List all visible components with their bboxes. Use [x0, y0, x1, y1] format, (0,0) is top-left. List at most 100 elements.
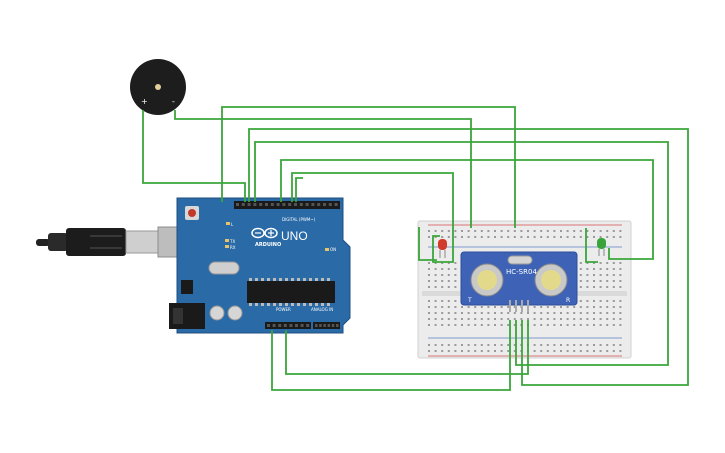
breadboard-hole — [441, 324, 444, 326]
wire[interactable] — [280, 159, 654, 260]
breadboard-hole — [579, 280, 582, 282]
breadboard-hole — [586, 324, 589, 326]
header-pin — [323, 324, 326, 327]
led-green-icon[interactable] — [597, 238, 606, 256]
breadboard-hole — [454, 318, 457, 320]
breadboard-hole — [467, 230, 470, 232]
breadboard-hole — [434, 268, 437, 270]
breadboard-hole — [553, 306, 556, 308]
breadboard-hole — [593, 268, 595, 270]
breadboard-hole — [533, 236, 536, 238]
breadboard-hole — [612, 344, 615, 346]
breadboard-hole — [520, 230, 523, 232]
wire[interactable] — [291, 172, 454, 263]
breadboard-hole — [586, 280, 589, 282]
breadboard-hole — [461, 318, 463, 320]
breadboard-hole — [553, 344, 556, 346]
breadboard-hole — [428, 344, 430, 346]
breadboard-hole — [434, 286, 437, 288]
breadboard-hole — [533, 324, 536, 326]
breadboard-hole — [454, 262, 457, 264]
breadboard-hole — [434, 306, 437, 308]
breadboard-hole — [480, 236, 483, 238]
buzzer-icon[interactable]: + - — [130, 59, 186, 115]
header-pin — [241, 203, 245, 206]
breadboard-hole — [593, 274, 595, 276]
breadboard-hole — [441, 230, 444, 232]
chip-pin — [279, 303, 282, 306]
breadboard-hole — [566, 230, 569, 232]
breadboard-hole — [447, 344, 450, 346]
breadboard-hole — [586, 236, 589, 238]
breadboard-hole — [428, 286, 430, 288]
breadboard-hole — [480, 312, 483, 314]
breadboard-hole — [533, 306, 536, 308]
breadboard-hole — [447, 300, 450, 302]
wire[interactable] — [285, 320, 529, 375]
wire[interactable] — [295, 177, 303, 202]
led-red-icon[interactable] — [438, 239, 447, 258]
breadboard-hole — [573, 318, 576, 320]
breadboard-hole — [553, 324, 556, 326]
wire[interactable] — [418, 227, 437, 261]
breadboard-hole — [573, 324, 576, 326]
breadboard-hole — [573, 306, 576, 308]
breadboard-hole — [441, 286, 444, 288]
breadboard-hole — [540, 230, 543, 232]
breadboard-hole — [553, 230, 556, 232]
breadboard-hole — [593, 262, 595, 264]
buzzer-minus-label: - — [172, 97, 175, 106]
on-label: ON — [330, 247, 336, 252]
breadboard-hole — [513, 236, 516, 238]
mcu-chip — [249, 278, 330, 306]
header-pin — [299, 203, 303, 206]
breadboard-hole — [507, 306, 510, 308]
wire[interactable] — [174, 110, 472, 228]
breadboard-hole — [487, 344, 490, 346]
breadboard-hole — [480, 318, 483, 320]
wire[interactable] — [221, 106, 516, 228]
breadboard-hole — [579, 300, 582, 302]
hc-sr04-sensor[interactable]: HC-SR04 T R — [460, 251, 578, 312]
breadboard-hole — [428, 324, 430, 326]
header-pin — [319, 324, 322, 327]
breadboard-hole — [434, 274, 437, 276]
breadboard-hole — [586, 312, 589, 314]
header-pin — [247, 203, 251, 206]
breadboard-hole — [461, 230, 463, 232]
breadboard-hole — [579, 230, 582, 232]
breadboard-hole — [599, 324, 602, 326]
breadboard-hole — [447, 312, 450, 314]
breadboard-hole — [560, 324, 562, 326]
wire[interactable] — [254, 141, 669, 366]
breadboard-hole — [454, 344, 457, 346]
breadboard-hole — [487, 230, 490, 232]
breadboard-hole — [579, 350, 582, 352]
breadboard-hole — [428, 312, 430, 314]
breadboard-hole — [566, 312, 569, 314]
wire[interactable] — [271, 320, 511, 391]
breadboard-hole — [566, 324, 569, 326]
breadboard-hole — [494, 324, 496, 326]
breadboard-hole — [599, 318, 602, 320]
arduino-logo-icon — [251, 227, 278, 239]
breadboard-hole — [553, 312, 556, 314]
breadboard-hole — [560, 344, 562, 346]
arduino-uno[interactable]: DIGITAL (PWM~) ARDUINO UNO L TX RX ON — [169, 197, 351, 334]
breadboard-hole — [586, 350, 589, 352]
header-pin — [300, 324, 304, 327]
header-pin — [334, 203, 338, 206]
breadboard-hole — [599, 300, 602, 302]
breadboard-hole — [441, 344, 444, 346]
breadboard-hole — [540, 318, 543, 320]
breadboard-hole — [612, 306, 615, 308]
header-pin — [311, 203, 315, 206]
breadboard-hole — [593, 344, 595, 346]
wire[interactable] — [142, 110, 246, 202]
breadboard-hole — [593, 236, 595, 238]
power-label: POWER — [276, 307, 291, 312]
breadboard-hole — [553, 350, 556, 352]
wire[interactable] — [585, 228, 598, 263]
breadboard-hole — [500, 324, 503, 326]
breadboard-hole — [428, 280, 430, 282]
